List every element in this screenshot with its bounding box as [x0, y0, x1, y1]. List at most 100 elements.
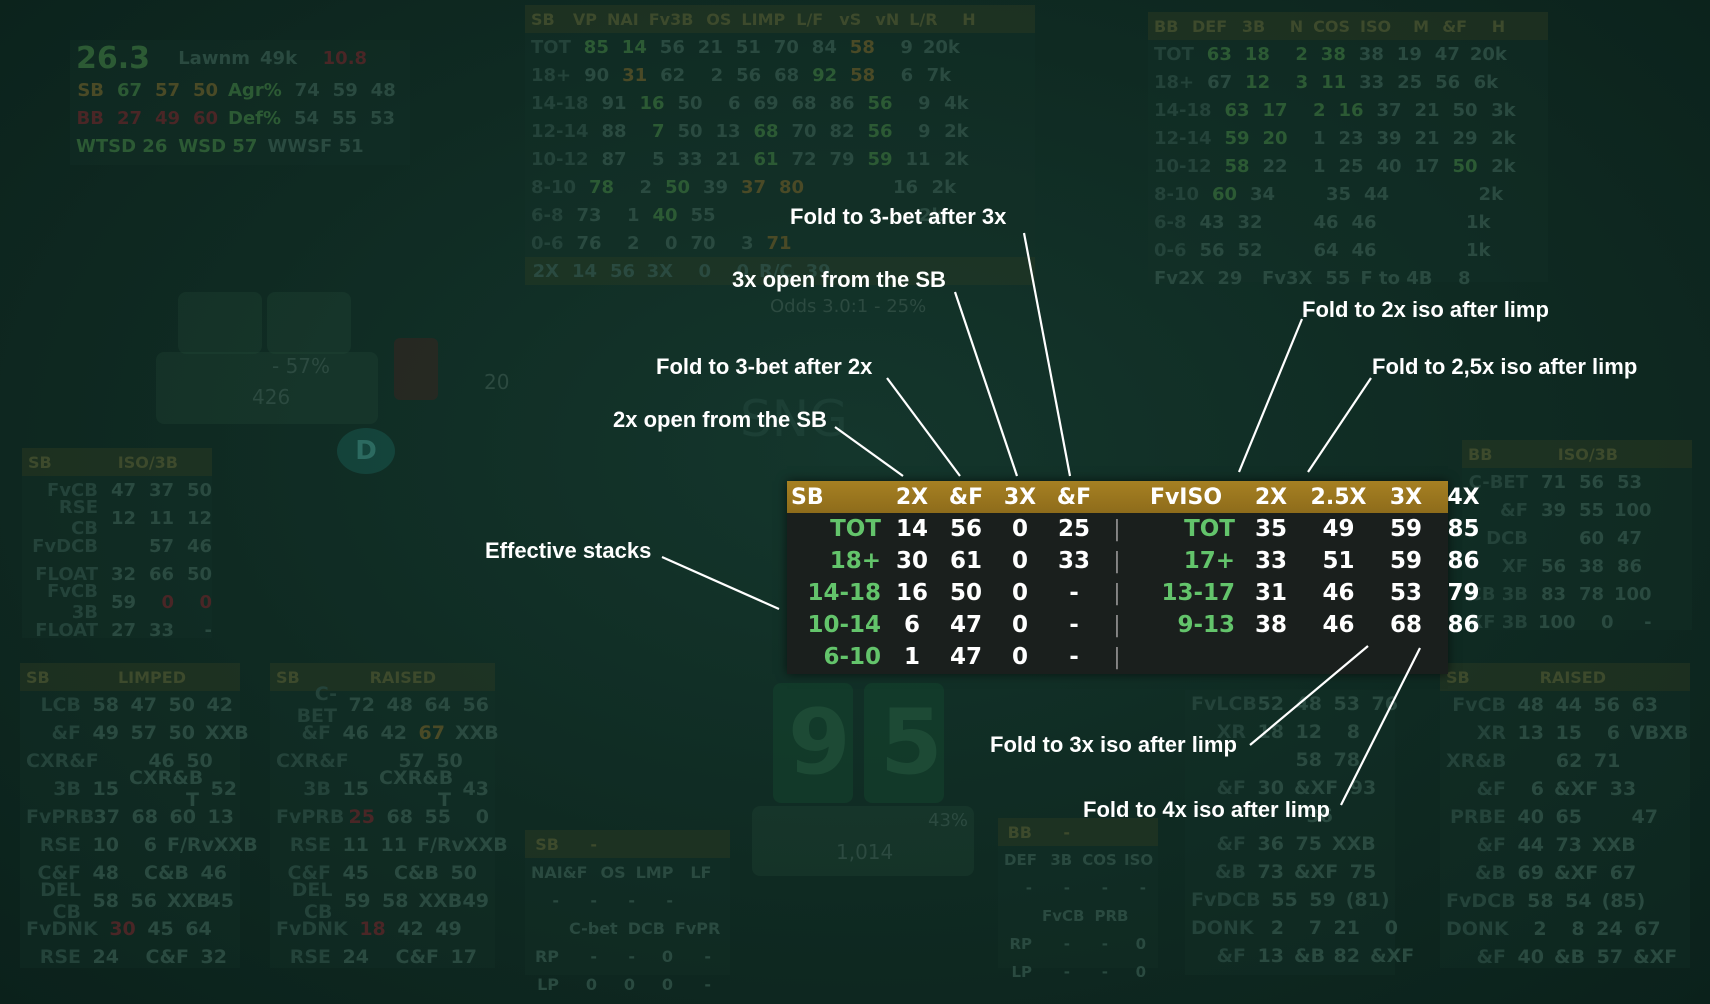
bg-header-cell: 3B: [1241, 16, 1266, 36]
line-fold-2x-iso: [1237, 318, 1304, 473]
bg-header-cell: &F: [1442, 16, 1468, 36]
stat-2x: 1: [903, 644, 920, 670]
hud-row: 10-14 6 47 0 - | 9-13 38 46 68 86: [787, 609, 1479, 641]
stat-iso-25x: 49: [1322, 516, 1355, 542]
hero-stack-pct: 43%: [928, 810, 969, 831]
header-2x: 2X: [895, 484, 929, 510]
hud-row: TOT 14 56 0 25 | TOT 35 49 59 85: [787, 513, 1479, 545]
stat-2x: 16: [895, 580, 928, 606]
bg-header-cell: N: [1289, 16, 1304, 36]
bg-header-cell: H: [1491, 16, 1506, 36]
stat-fold-3x: -: [1069, 612, 1079, 638]
stat-fold-2x: 56: [949, 516, 982, 542]
stat-fold-2x: 61: [949, 548, 982, 574]
card-slot-right: [267, 292, 351, 354]
stat-iso-2x: 35: [1254, 516, 1287, 542]
stat-2x: 14: [895, 516, 928, 542]
stat-fold-3x: 33: [1057, 548, 1090, 574]
stat-2x: 6: [903, 612, 920, 638]
line-open-2x: [834, 426, 904, 477]
stat-iso-2x: 38: [1254, 612, 1287, 638]
hud-row: 6-10 1 47 0 - |: [787, 641, 1448, 673]
annotation-fold-3bet-3x: Fold to 3-bet after 3x: [790, 204, 1007, 229]
line-open-3x: [953, 291, 1019, 477]
bg-header-cell: COS: [1313, 16, 1351, 36]
header-iso-3x: 3X: [1389, 484, 1423, 510]
annotation-fold-25x-iso: Fold to 2,5x iso after limp: [1372, 354, 1638, 379]
header-fviso: FvISO: [1149, 484, 1223, 510]
hole-card-five: [864, 683, 944, 803]
stat-2x: 30: [895, 548, 928, 574]
stat-iso-4x: 86: [1447, 612, 1480, 638]
bg-header-cell: vS: [839, 9, 862, 29]
stat-3x: 0: [1011, 580, 1028, 606]
bg-header-cell: M: [1413, 16, 1430, 36]
stack-label: 18+: [829, 548, 881, 574]
header-3x: 3X: [1003, 484, 1037, 510]
annotation-fold-2x-iso: Fold to 2x iso after limp: [1302, 297, 1549, 322]
stat-iso-2x: 31: [1254, 580, 1287, 606]
iso-stack-label: 13-17: [1161, 580, 1235, 606]
bg-header-cell: SB: [531, 9, 555, 29]
bg-header-cell: DEF: [1192, 16, 1228, 36]
table-logo: SNG: [740, 390, 848, 448]
pot-amount: 426: [252, 385, 291, 409]
line-fold-25x-iso: [1307, 377, 1372, 473]
annotation-fold-4x-iso: Fold to 4x iso after limp: [1083, 797, 1330, 822]
stack-label: 6-10: [823, 644, 881, 670]
line-fold-3bet-3x: [1022, 232, 1072, 477]
line-fold-3x-iso: [1249, 645, 1369, 746]
stat-iso-3x: 59: [1389, 548, 1422, 574]
bg-header-cell: L/R: [909, 9, 938, 29]
bg-header-cell: L/F: [796, 9, 824, 29]
stack-label: 14-18: [807, 580, 881, 606]
bg-header-cell: BB: [1154, 16, 1179, 36]
player-extra: 10.8: [322, 47, 368, 69]
bg-header-cell: NAI: [607, 9, 639, 29]
separator: |: [1113, 644, 1121, 670]
stat-iso-3x: 59: [1389, 516, 1422, 542]
header-sb: SB: [791, 484, 824, 510]
stat-fold-2x: 50: [949, 580, 982, 606]
annotation-open-3x: 3x open from the SB: [732, 267, 946, 292]
stat-fold-3x: 25: [1057, 516, 1090, 542]
bg-header-cell: Fv3B: [648, 9, 694, 29]
player-hands: 49k: [260, 47, 298, 69]
hud-header-row: SB 2X &F 3X &F FvISO 2X 2.5X 3X 4X: [787, 481, 1480, 513]
annotation-fold-3x-iso: Fold to 3x iso after limp: [990, 732, 1237, 757]
bg-header-cell: ISO: [1360, 16, 1392, 36]
odds-text: Odds 3.0:1 - 25%: [770, 296, 927, 317]
annotation-fold-3bet-2x: Fold to 3-bet after 2x: [656, 354, 873, 379]
stat-3x: 0: [1011, 548, 1028, 574]
bg-header-cell: OS: [706, 9, 732, 29]
bg-header-cell: H: [962, 9, 976, 29]
header-fold-2x: &F: [948, 484, 984, 510]
stat-iso-4x: 86: [1447, 548, 1480, 574]
stat-iso-4x: 85: [1447, 516, 1480, 542]
pot-box: [156, 352, 378, 424]
stat-iso-2x: 33: [1254, 548, 1287, 574]
separator: |: [1113, 548, 1121, 574]
separator: |: [1113, 516, 1121, 542]
stat-3x: 0: [1011, 644, 1028, 670]
separator: |: [1113, 612, 1121, 638]
header-iso-4x: 4X: [1447, 484, 1480, 510]
stat-3x: 0: [1011, 612, 1028, 638]
stat-iso-3x: 53: [1389, 580, 1422, 606]
header-fold-3x: &F: [1056, 484, 1092, 510]
dealer-label: D: [355, 436, 377, 466]
stat-fold-3x: -: [1069, 580, 1079, 606]
stat-fold-3x: -: [1069, 644, 1079, 670]
stat-fold-2x: 47: [949, 644, 982, 670]
stack-label: 10-14: [807, 612, 881, 638]
player-bb: 26.3: [76, 40, 151, 76]
stack-label: TOT: [830, 516, 881, 542]
